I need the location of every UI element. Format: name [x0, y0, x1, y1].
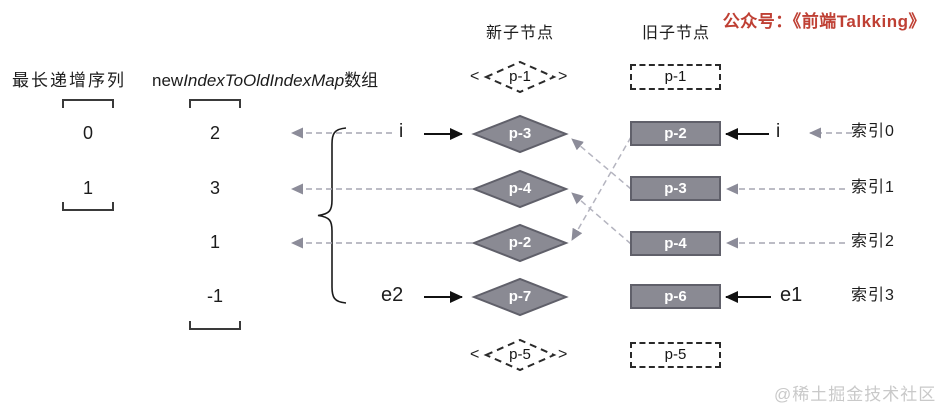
- tail-left-angle: <: [470, 346, 480, 363]
- dashed-diamond-head: [483, 60, 557, 94]
- index-label-3: 索引3: [851, 287, 895, 304]
- new-node-label: p-2: [508, 234, 532, 251]
- map-title: newIndexToOldIndexMap数组: [152, 66, 378, 91]
- diamond-p-3: [471, 114, 569, 154]
- node-match-lines: [571, 136, 632, 245]
- lis-value-0: 0: [82, 123, 93, 143]
- map-pointer-arrows: [291, 127, 472, 249]
- map-value-3: -1: [206, 286, 223, 306]
- new-children-header: 新子节点: [485, 25, 554, 42]
- dashed-diamond-tail: [483, 338, 557, 372]
- lis-bracket-close: [62, 202, 114, 211]
- map-value-0: 2: [209, 123, 220, 143]
- head-left-angle: <: [470, 68, 480, 85]
- index-label-0: 索引0: [851, 123, 895, 140]
- lis-title: 最长递增序列: [12, 71, 126, 90]
- diamond-p-7: [471, 277, 569, 317]
- new-node-tail-label: p-5: [509, 346, 531, 363]
- lis-value-1: 1: [82, 178, 93, 198]
- new-node-diamonds: [471, 114, 569, 317]
- pointer-i-new: i: [399, 121, 404, 142]
- lis-bracket-open: [62, 99, 114, 108]
- pointer-e2: e2: [381, 284, 404, 306]
- match-p3: [571, 138, 632, 190]
- old-node: p-3: [630, 176, 721, 201]
- wechat-banner: 公众号：《前端Talkking》: [722, 12, 926, 31]
- index-label-2: 索引2: [851, 233, 895, 250]
- map-group-brace: [317, 127, 347, 304]
- old-node-tail: p-5: [630, 342, 721, 368]
- map-bracket-close: [189, 321, 241, 330]
- old-node-head: p-1: [630, 64, 721, 90]
- head-right-angle: >: [558, 68, 568, 85]
- old-node: p-2: [630, 121, 721, 146]
- pointer-e1: e1: [780, 284, 803, 306]
- index-arrows: [726, 127, 852, 249]
- match-p4: [571, 192, 632, 245]
- map-title-prefix: new: [152, 71, 184, 90]
- new-pointer-arrows: [424, 128, 463, 303]
- tail-right-angle: >: [558, 346, 568, 363]
- map-title-italic: IndexToOldIndexMap: [183, 71, 345, 90]
- map-bracket-open: [189, 99, 241, 108]
- new-node-label: p-7: [508, 288, 532, 305]
- index-label-1: 索引1: [851, 179, 895, 196]
- diamond-p-4: [471, 169, 569, 209]
- new-node-label: p-3: [508, 125, 532, 142]
- map-value-1: 3: [209, 178, 220, 198]
- match-p2: [571, 136, 632, 241]
- old-pointer-arrows: [725, 128, 771, 303]
- old-node: p-4: [630, 231, 721, 256]
- juejin-watermark: @稀土掘金技术社区: [774, 385, 937, 404]
- diamond-p-2: [471, 223, 569, 263]
- old-children-header: 旧子节点: [641, 25, 710, 42]
- map-title-suffix: 数组: [344, 71, 379, 90]
- processed-diamonds: [483, 60, 557, 372]
- pointer-i-old: i: [776, 121, 781, 142]
- map-value-2: 1: [209, 232, 220, 252]
- new-node-label: p-4: [508, 180, 532, 197]
- old-node: p-6: [630, 284, 721, 309]
- new-node-head-label: p-1: [509, 68, 531, 85]
